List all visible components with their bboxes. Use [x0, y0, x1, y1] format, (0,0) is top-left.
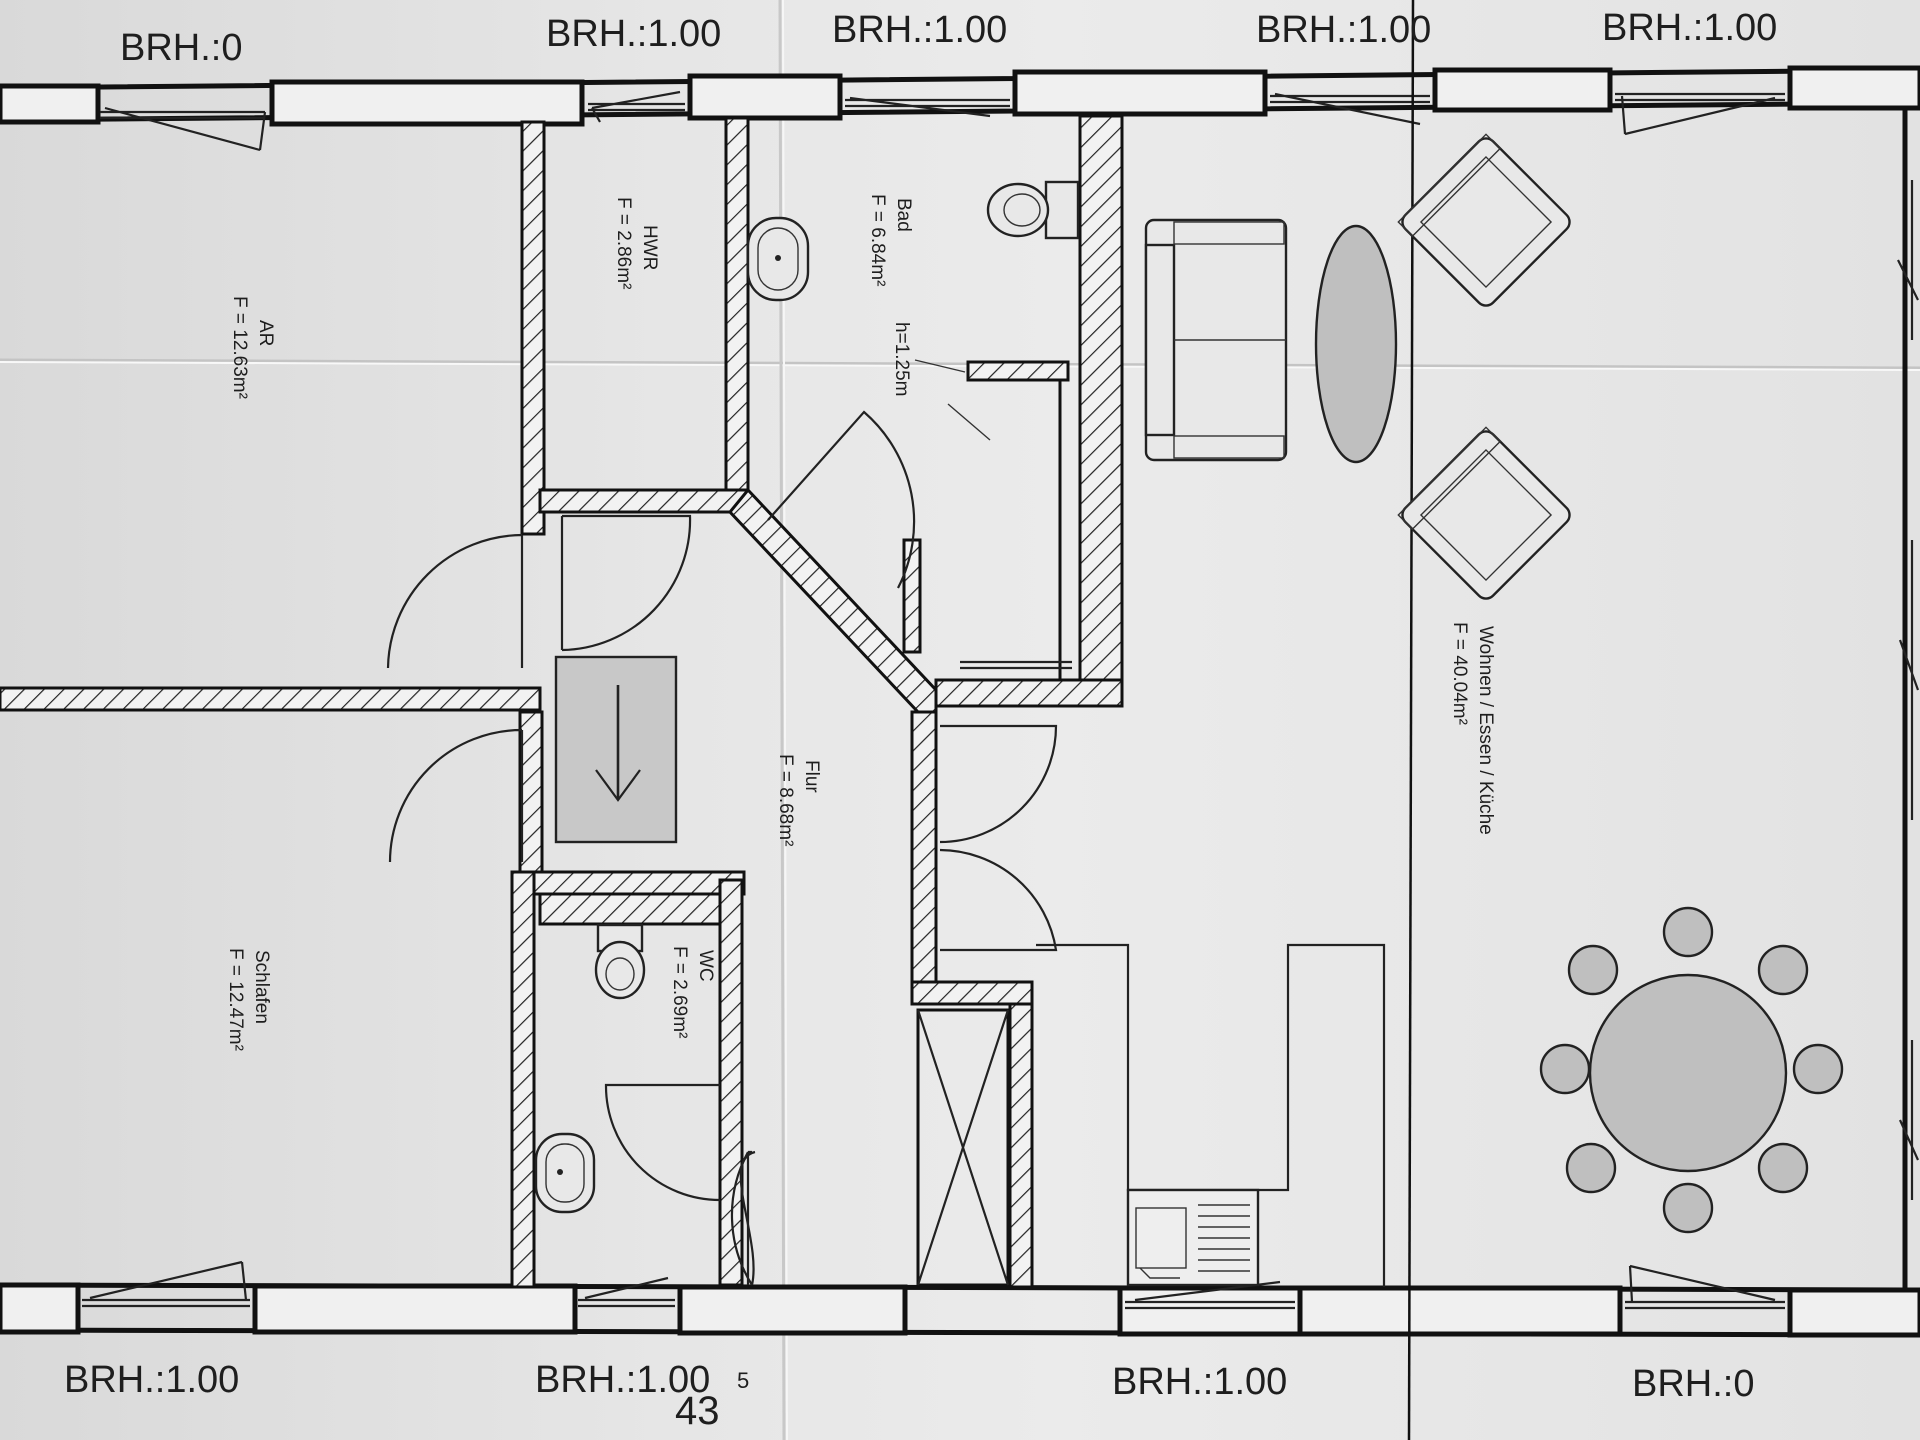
brh-labels-bottom: BRH.:1.00 BRH.:1.00 BRH.:1.00 BRH.:0 5 4… [64, 1359, 1754, 1433]
room-note-bad: h=1.25m [891, 322, 912, 396]
room-label-wohnen: Wohnen / Essen / Küche F = 40.04m² [1449, 622, 1496, 835]
page-number: 43 [675, 1389, 720, 1433]
sofa [1144, 218, 1288, 462]
exterior-wall-bottom [0, 1282, 1920, 1338]
room-name: Flur [801, 760, 822, 793]
brh-label: BRH.:1.00 [832, 9, 1007, 51]
brh-label: BRH.:1.00 [1602, 7, 1777, 49]
wc-toilet [594, 923, 646, 1000]
room-area: F = 40.04m² [1449, 622, 1470, 725]
room-name: WC [695, 950, 716, 982]
dining-table [1539, 906, 1844, 1234]
room-name: Wohnen / Essen / Küche [1475, 626, 1496, 835]
brh-label: BRH.:1.00 [1256, 9, 1431, 51]
room-label-flur: Flur F = 8.68m² [775, 754, 822, 846]
coffee-table [1314, 224, 1398, 464]
room-outlines [540, 130, 1072, 980]
room-area: F = 6.84m² [867, 194, 888, 286]
room-area: F = 12.47m² [225, 948, 246, 1051]
room-label-schlafen: Schlafen F = 12.47m² [225, 948, 272, 1051]
brh-label: BRH.:1.00 [546, 13, 721, 55]
small-mark: 5 [737, 1368, 749, 1393]
section-line [1407, 0, 1415, 1440]
closet [916, 1008, 1010, 1287]
room-name: AR [255, 320, 276, 346]
doors [386, 410, 1058, 1286]
room-label-hwr: HWR F = 2.86m² [613, 197, 660, 289]
brh-label: BRH.:1.00 [535, 1359, 710, 1401]
brh-labels-top: BRH.:0 BRH.:1.00 BRH.:1.00 BRH.:1.00 BRH… [120, 7, 1777, 69]
room-label-ar: AR F = 12.63m² [229, 296, 276, 399]
windows-bottom [82, 1260, 1785, 1310]
brh-label: BRH.:1.00 [1112, 1361, 1287, 1403]
brh-label: BRH.:0 [120, 27, 242, 69]
brh-label: BRH.:0 [1632, 1363, 1754, 1405]
exterior-wall-right [1897, 107, 1920, 1293]
armchair-top [1397, 133, 1571, 307]
room-name: Schlafen [251, 950, 272, 1024]
bad-toilet [986, 180, 1080, 240]
room-area: F = 12.63m² [229, 296, 250, 399]
interior-walls [0, 114, 1124, 1289]
hwr-sink [746, 216, 810, 302]
room-name: HWR [639, 225, 660, 270]
windows-top [100, 90, 1785, 152]
kitchen-counters [1036, 943, 1386, 1287]
room-area: F = 8.68m² [775, 754, 796, 846]
brh-label: BRH.:1.00 [64, 1359, 239, 1401]
room-area: F = 2.69m² [669, 946, 690, 1038]
wc-sink [534, 1132, 596, 1214]
room-label-bad: Bad F = 6.84m² [867, 194, 914, 286]
armchair-bottom [1397, 426, 1571, 600]
room-note: h=1.25m [891, 322, 912, 396]
room-name: Bad [893, 198, 914, 232]
room-label-wc: WC F = 2.69m² [669, 946, 716, 1038]
stairs [554, 655, 678, 844]
room-area: F = 2.86m² [613, 197, 634, 289]
